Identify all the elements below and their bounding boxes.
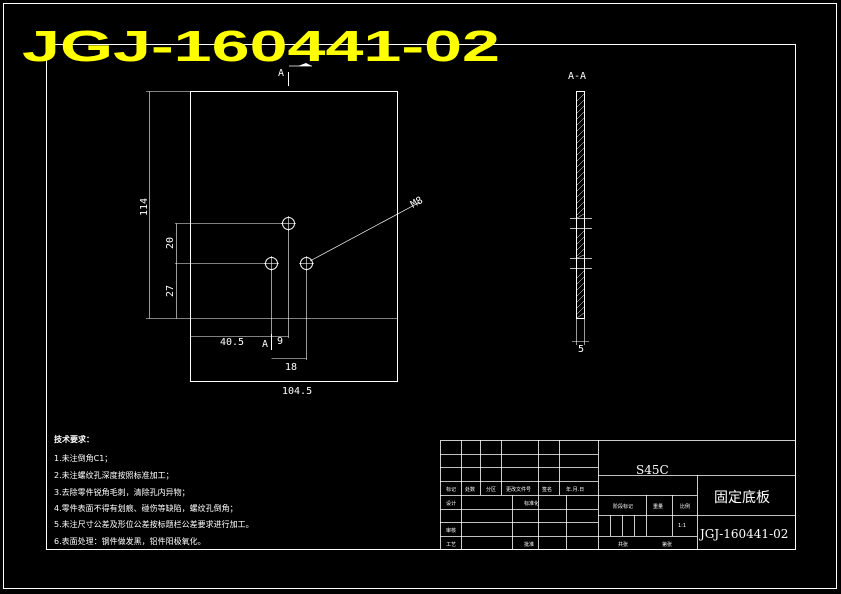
hatch-line: [576, 147, 585, 156]
section-arrow: [298, 63, 312, 66]
tb-review: 审核: [446, 527, 456, 534]
sheet-inner-border: [46, 44, 796, 550]
note-2: 2.未注螺纹孔深度按照标准加工；: [54, 470, 174, 480]
tb-scale: 1:1: [678, 523, 686, 529]
tb-process: 工艺: [446, 542, 456, 548]
hatch-line: [576, 248, 585, 257]
dim-5: 5: [578, 344, 584, 355]
hatch-line: [576, 288, 585, 297]
hatch-line: [576, 159, 585, 168]
section-hatch: [576, 93, 585, 319]
tb-hdr-mark: 标记: [446, 486, 456, 493]
hatch-line: [576, 230, 585, 239]
note-4: 4.零件表面不得有划痕、碰伤等缺陷，螺纹孔倒角；: [54, 503, 238, 513]
hatch-line: [576, 207, 585, 216]
section-view: [570, 91, 592, 345]
hatch-line: [576, 236, 585, 245]
hatch-line: [576, 111, 585, 120]
hatch-line: [576, 294, 585, 303]
hatch-line: [576, 141, 585, 150]
tb-weight: 重量: [653, 503, 663, 510]
dim-40-5: 40.5: [220, 337, 244, 348]
tb-hdr-date: 年.月.日: [566, 486, 584, 493]
hatch-line: [576, 153, 585, 162]
hatch-line: [576, 306, 585, 315]
hatch-line: [576, 300, 585, 309]
dim-114: 114: [139, 198, 150, 216]
dim-27: 27: [165, 285, 176, 297]
hatch-line: [576, 165, 585, 174]
tb-ratio: 比例: [680, 503, 690, 510]
tb-drawing-no: JGJ-160441-02: [698, 527, 788, 541]
tb-sheet-of: 第张: [662, 541, 672, 548]
note-3: 3.去除零件锐角毛刺，清除孔内异物；: [54, 487, 190, 497]
hatch-line: [576, 189, 585, 198]
hatch-line: [576, 129, 585, 138]
dim-18: 18: [285, 362, 297, 373]
hatch-line: [576, 242, 585, 251]
sheet-outer-border: [3, 3, 837, 589]
dim-9: 9: [277, 336, 283, 347]
section-view-title: A-A: [568, 71, 586, 82]
dim-m8: M8: [409, 195, 425, 211]
tb-part-name: 固定底板: [714, 490, 770, 506]
tb-approve: 批准: [524, 541, 534, 548]
note-6: 6.表面处理：钢件做发黑，铝件阳极氧化。: [54, 536, 206, 546]
section-marker-top: A: [278, 68, 284, 79]
dim-104-5: 104.5: [282, 386, 312, 397]
hatch-line: [576, 254, 585, 259]
hatch-line: [576, 312, 585, 319]
hatch-line: [576, 105, 585, 114]
hatch-line: [576, 123, 585, 132]
hatch-line: [576, 276, 585, 285]
note-1: 1.未注倒角C1；: [54, 453, 112, 463]
section-marker-bottom: A: [262, 339, 268, 350]
hatch-line: [576, 195, 585, 204]
tb-sheets: 共张: [618, 541, 628, 548]
tb-material: S45C: [636, 463, 669, 477]
hatch-line: [576, 270, 585, 279]
notes-heading: 技术要求：: [54, 434, 94, 444]
drawing-title: JGJ-160441-02: [22, 22, 500, 71]
tb-hdr-zone: 分区: [486, 486, 496, 493]
title-block-frame: [440, 440, 796, 550]
hatch-line: [576, 177, 585, 186]
hatch-line: [576, 99, 585, 108]
section-outline: [576, 91, 585, 319]
hatch-line: [576, 135, 585, 144]
dim-20: 20: [165, 237, 176, 249]
tb-hdr-count: 处数: [465, 486, 475, 493]
tb-hdr-docno: 更改文件号: [506, 486, 531, 493]
hatch-line: [576, 183, 585, 192]
hatch-line: [576, 117, 585, 126]
front-view: [146, 72, 421, 382]
note-5: 5.未注尺寸公差及形位公差按标题栏公差要求进行加工。: [54, 519, 254, 529]
tb-stage: 阶段标记: [613, 503, 633, 510]
hatch-line: [576, 93, 585, 102]
title-block: [440, 440, 796, 550]
tb-design: 设计: [446, 500, 456, 507]
leader-m8: [309, 201, 421, 262]
hatch-line: [576, 282, 585, 291]
hatch-line: [576, 201, 585, 210]
tb-hdr-sign: 签名: [542, 486, 552, 493]
tb-standardize: 标准化: [524, 500, 539, 507]
hatch-line: [576, 213, 585, 219]
hatch-line: [576, 171, 585, 180]
